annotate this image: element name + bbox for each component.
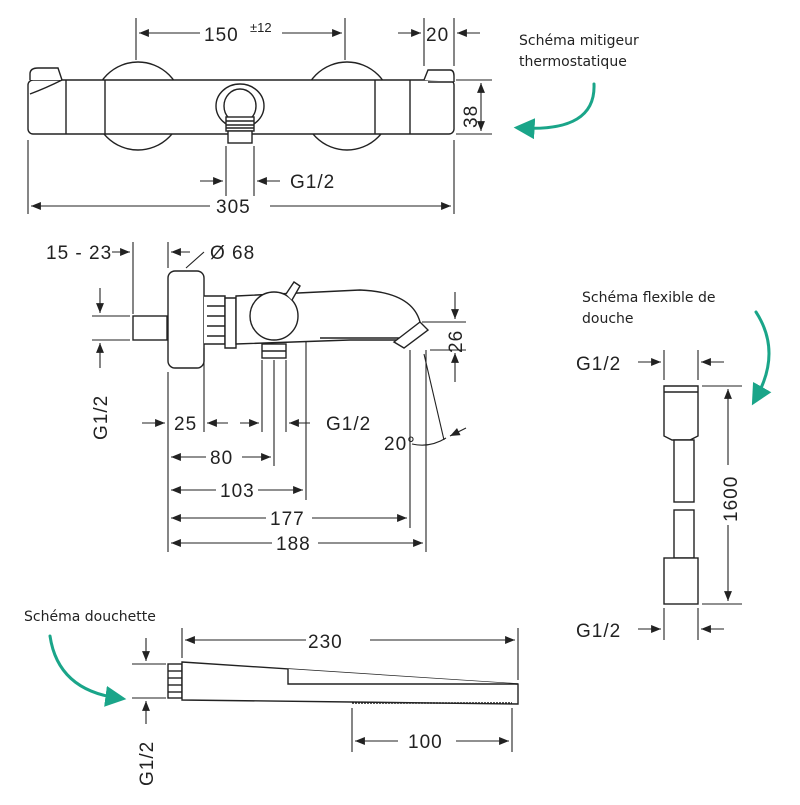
dim-label-25: 25 [174, 414, 197, 435]
dim-label-100: 100 [408, 732, 443, 753]
side-dimensions [92, 242, 467, 552]
angle-arc-20deg [411, 437, 447, 446]
front-dimensions [27, 18, 492, 214]
dim-label-tolerance: ±12 [250, 20, 272, 35]
leader-68 [185, 251, 205, 269]
dim-label-g12-outlet: G1/2 [290, 172, 335, 193]
dim-label-188: 188 [276, 534, 311, 555]
outlet-thread [225, 116, 255, 132]
outlet-nut [227, 130, 253, 144]
hose-caption: Schéma flexible de douche [582, 290, 716, 327]
dim-label-g12-side: G1/2 [326, 414, 371, 435]
dim-label-26: 26 [446, 330, 467, 353]
mixer-pointer-arrow [513, 82, 596, 140]
handshower-thread [167, 663, 183, 699]
dim-label-305: 305 [216, 197, 251, 218]
wall-flange [167, 270, 205, 369]
dim-label-103: 103 [220, 481, 255, 502]
connector-nut [204, 295, 226, 345]
handshower-caption: Schéma douchette [24, 609, 156, 625]
pointer-arrows [48, 82, 772, 707]
dim-label-38: 38 [461, 105, 482, 128]
dim-label-1600: 1600 [721, 476, 742, 522]
dim-label-20: 20 [426, 25, 449, 46]
dim-label-g12-vertical: G1/2 [91, 395, 112, 440]
dim-label-g12-shower: G1/2 [137, 741, 158, 786]
dim-label-diameter-68: Ø 68 [210, 243, 255, 264]
dim-label-230: 230 [308, 632, 343, 653]
shower-hose [663, 385, 699, 605]
dim-label-20-degrees: 20° [384, 434, 416, 455]
hose-dimensions [638, 350, 742, 640]
handshower-dimensions [132, 628, 519, 752]
dim-label-80: 80 [210, 448, 233, 469]
hose-pointer-arrow [751, 310, 772, 406]
spout-aerator [392, 321, 430, 349]
angle-line-20deg [423, 353, 445, 441]
left-handle-curve [29, 79, 63, 95]
dim-label-15-23: 15 - 23 [46, 243, 112, 264]
dim-label-g12-hose-top: G1/2 [576, 354, 621, 375]
mixer-side-view [132, 270, 430, 369]
hose-top-cone [663, 385, 699, 441]
hose-lower-tube [673, 509, 695, 559]
mixer-caption: Schéma mitigeur thermostatique [519, 33, 639, 70]
dim-label-177: 177 [270, 509, 305, 530]
thermostat-knob [249, 291, 299, 341]
handshower-pointer-arrow [48, 634, 127, 707]
hand-shower [167, 661, 519, 705]
hose-upper-tube [673, 439, 695, 503]
wall-connector [132, 315, 168, 341]
mixer-front-view [27, 61, 455, 151]
dim-label-g12-hose-bottom: G1/2 [576, 621, 621, 642]
left-handle-cap [29, 67, 63, 81]
right-handle-cap [423, 69, 455, 82]
body-collar [224, 297, 237, 349]
knob-lever [285, 281, 301, 301]
angle-arrow-20deg [449, 427, 467, 437]
dim-label-150: 150 [204, 25, 239, 46]
handshower-head-outline [287, 669, 518, 685]
hose-bottom-nut [663, 557, 699, 605]
